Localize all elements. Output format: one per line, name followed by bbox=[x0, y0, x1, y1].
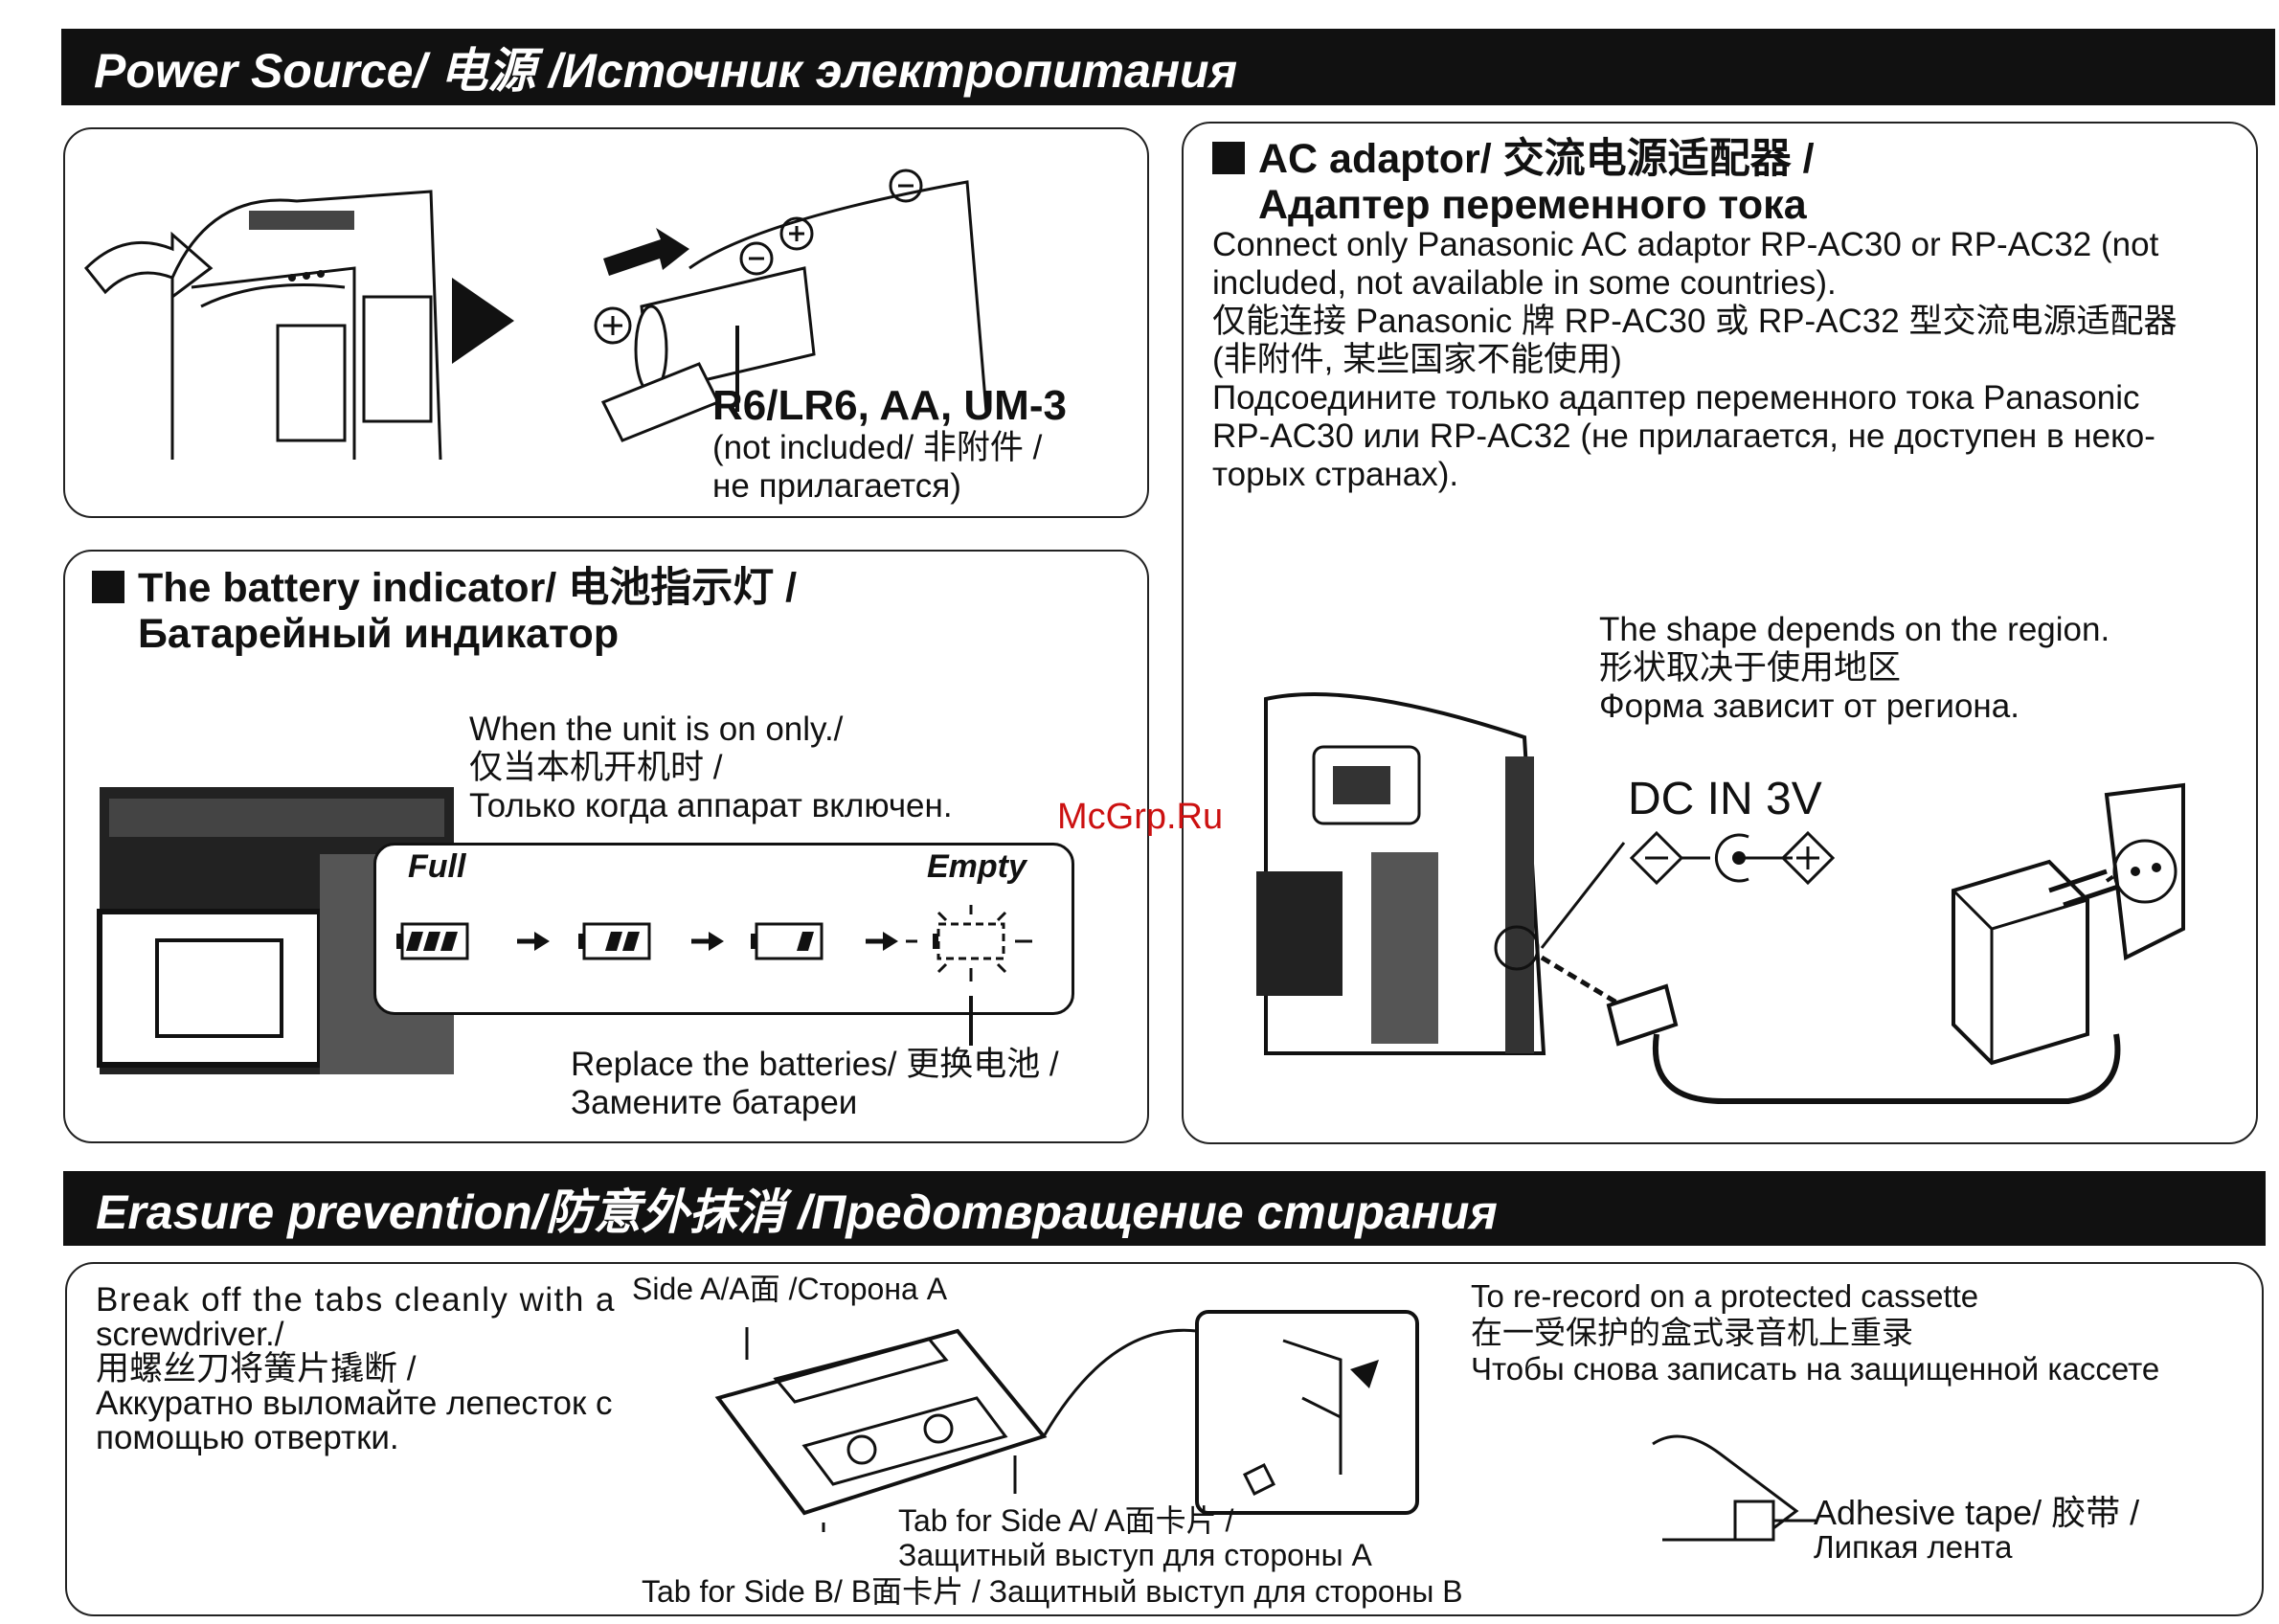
rerecord-line-1: To re-record on a protected cassette bbox=[1471, 1278, 1979, 1314]
ac-adaptor-title-ru: Адаптер переменного тока bbox=[1258, 182, 1807, 228]
battery-level-sequence bbox=[396, 905, 1032, 981]
battery-insert-illustration bbox=[594, 169, 988, 442]
break-line-2: screwdriver./ bbox=[96, 1316, 284, 1353]
recorder-open-illustration bbox=[83, 190, 442, 461]
replace-pointer bbox=[969, 996, 973, 1046]
when-on-line-3: Только когда аппарат включен. bbox=[469, 787, 953, 824]
when-on-line-2: 仅当本机开机时 / bbox=[469, 749, 723, 786]
erasure-prevention-banner: Erasure prevention/防意外抹消 /Предотвращение… bbox=[63, 1171, 2266, 1246]
ac-adaptor-line-1: Connect only Panasonic AC adaptor RP-AC3… bbox=[1212, 226, 2159, 263]
watermark: McGrp.Ru bbox=[1057, 797, 1224, 837]
tape-line-2: Липкая лента bbox=[1814, 1529, 2013, 1565]
right-arrow-icon bbox=[866, 932, 898, 951]
tape-line-1: Adhesive tape/ 胶带 / bbox=[1814, 1493, 2140, 1532]
side-a-label: Side A/A面 /Сторона A bbox=[632, 1272, 948, 1306]
ac-adaptor-line-3: 仅能连接 Panasonic 牌 RP-AC30 或 RP-AC32 型交流电源… bbox=[1212, 303, 2177, 340]
tab-b-line: Tab for Side B/ B面卡片 / Защитный выступ д… bbox=[642, 1574, 1463, 1609]
replace-line-1: Replace the batteries/ 更换电池 / bbox=[571, 1046, 1059, 1083]
battery-empty-flashing-icon bbox=[906, 905, 1032, 981]
cassette-illustration bbox=[714, 1310, 1419, 1532]
eject-arrow-icon bbox=[83, 231, 214, 300]
right-arrow-icon bbox=[517, 932, 550, 951]
shape-line-1: The shape depends on the region. bbox=[1599, 611, 2110, 648]
ac-adaptor-line-4: (非附件, 某些国家不能使用) bbox=[1212, 341, 1622, 378]
adhesive-tape-illustration bbox=[1652, 1434, 1816, 1542]
not-included-line-1: (not included/ 非附件 / bbox=[712, 429, 1043, 466]
erasure-panel bbox=[65, 1262, 2264, 1616]
full-label: Full bbox=[408, 848, 466, 885]
tab-a-line-1: Tab for Side A/ A面卡片 / bbox=[898, 1503, 1234, 1538]
ac-adaptor-line-2: included, not available in some countrie… bbox=[1212, 264, 1837, 302]
break-line-4: Аккуратно выломайте лепесток с bbox=[96, 1385, 613, 1422]
shape-line-2: 形状取决于使用地区 bbox=[1599, 649, 1902, 687]
dc-polarity-icon bbox=[1629, 830, 1836, 886]
ac-adaptor-title: AC adaptor/ 交流电源适配器 / bbox=[1212, 136, 1815, 182]
battery-indicator-title-ru: Батарейный индикатор bbox=[138, 611, 620, 657]
break-line-5: помощью отвертки. bbox=[96, 1419, 399, 1456]
break-line-3: 用螺丝刀将簧片撬断 / bbox=[96, 1350, 417, 1387]
battery-full-icon bbox=[396, 922, 469, 960]
empty-label: Empty bbox=[927, 848, 1027, 885]
erasure-prevention-title: Erasure prevention/防意外抹消 /Предотвращение… bbox=[96, 1185, 1498, 1239]
section-bullet bbox=[92, 571, 124, 603]
replace-line-2: Замените батареи bbox=[571, 1084, 858, 1121]
battery-two-thirds-icon bbox=[578, 922, 651, 960]
adaptor-connection-illustration bbox=[1540, 782, 2185, 1104]
not-included-line-2: не прилагается) bbox=[712, 467, 961, 505]
ac-adaptor-line-6: RP-AC30 или RP-AC32 (не прилагается, не … bbox=[1212, 417, 2155, 455]
dc-in-label: DC IN 3V bbox=[1628, 774, 1822, 824]
indicator-display-box bbox=[373, 843, 1074, 1015]
battery-one-third-icon bbox=[751, 922, 824, 960]
break-line-1: Break off the tabs cleanly with a bbox=[96, 1281, 617, 1319]
battery-type-label: R6/LR6, AA, UM-3 bbox=[712, 382, 1067, 429]
tab-a-line-2: Защитный выступ для стороны A bbox=[898, 1538, 1372, 1572]
power-source-banner: Power Source/ 电源 /Источник электропитани… bbox=[61, 29, 2275, 105]
shape-line-3: Форма зависит от региона. bbox=[1599, 688, 2020, 725]
power-source-title: Power Source/ 电源 /Источник электропитани… bbox=[94, 44, 1238, 98]
plug-icon bbox=[1952, 859, 2122, 1066]
ac-adaptor-line-5: Подсоедините только адаптер переменного … bbox=[1212, 379, 2140, 417]
when-on-line-1: When the unit is on only./ bbox=[469, 710, 844, 748]
section-bullet bbox=[1212, 142, 1245, 174]
rerecord-line-2: 在一受保护的盒式录音机上重录 bbox=[1471, 1315, 1913, 1350]
recorder-side-illustration bbox=[1256, 692, 1546, 1055]
play-arrow-icon bbox=[452, 278, 514, 364]
battery-indicator-title: The battery indicator/ 电池指示灯 / bbox=[92, 565, 797, 611]
rerecord-line-3: Чтобы снова записать на защищенной кассе… bbox=[1471, 1351, 2160, 1387]
right-arrow-icon bbox=[691, 932, 724, 951]
ac-adaptor-line-7: торых странах). bbox=[1212, 456, 1459, 493]
